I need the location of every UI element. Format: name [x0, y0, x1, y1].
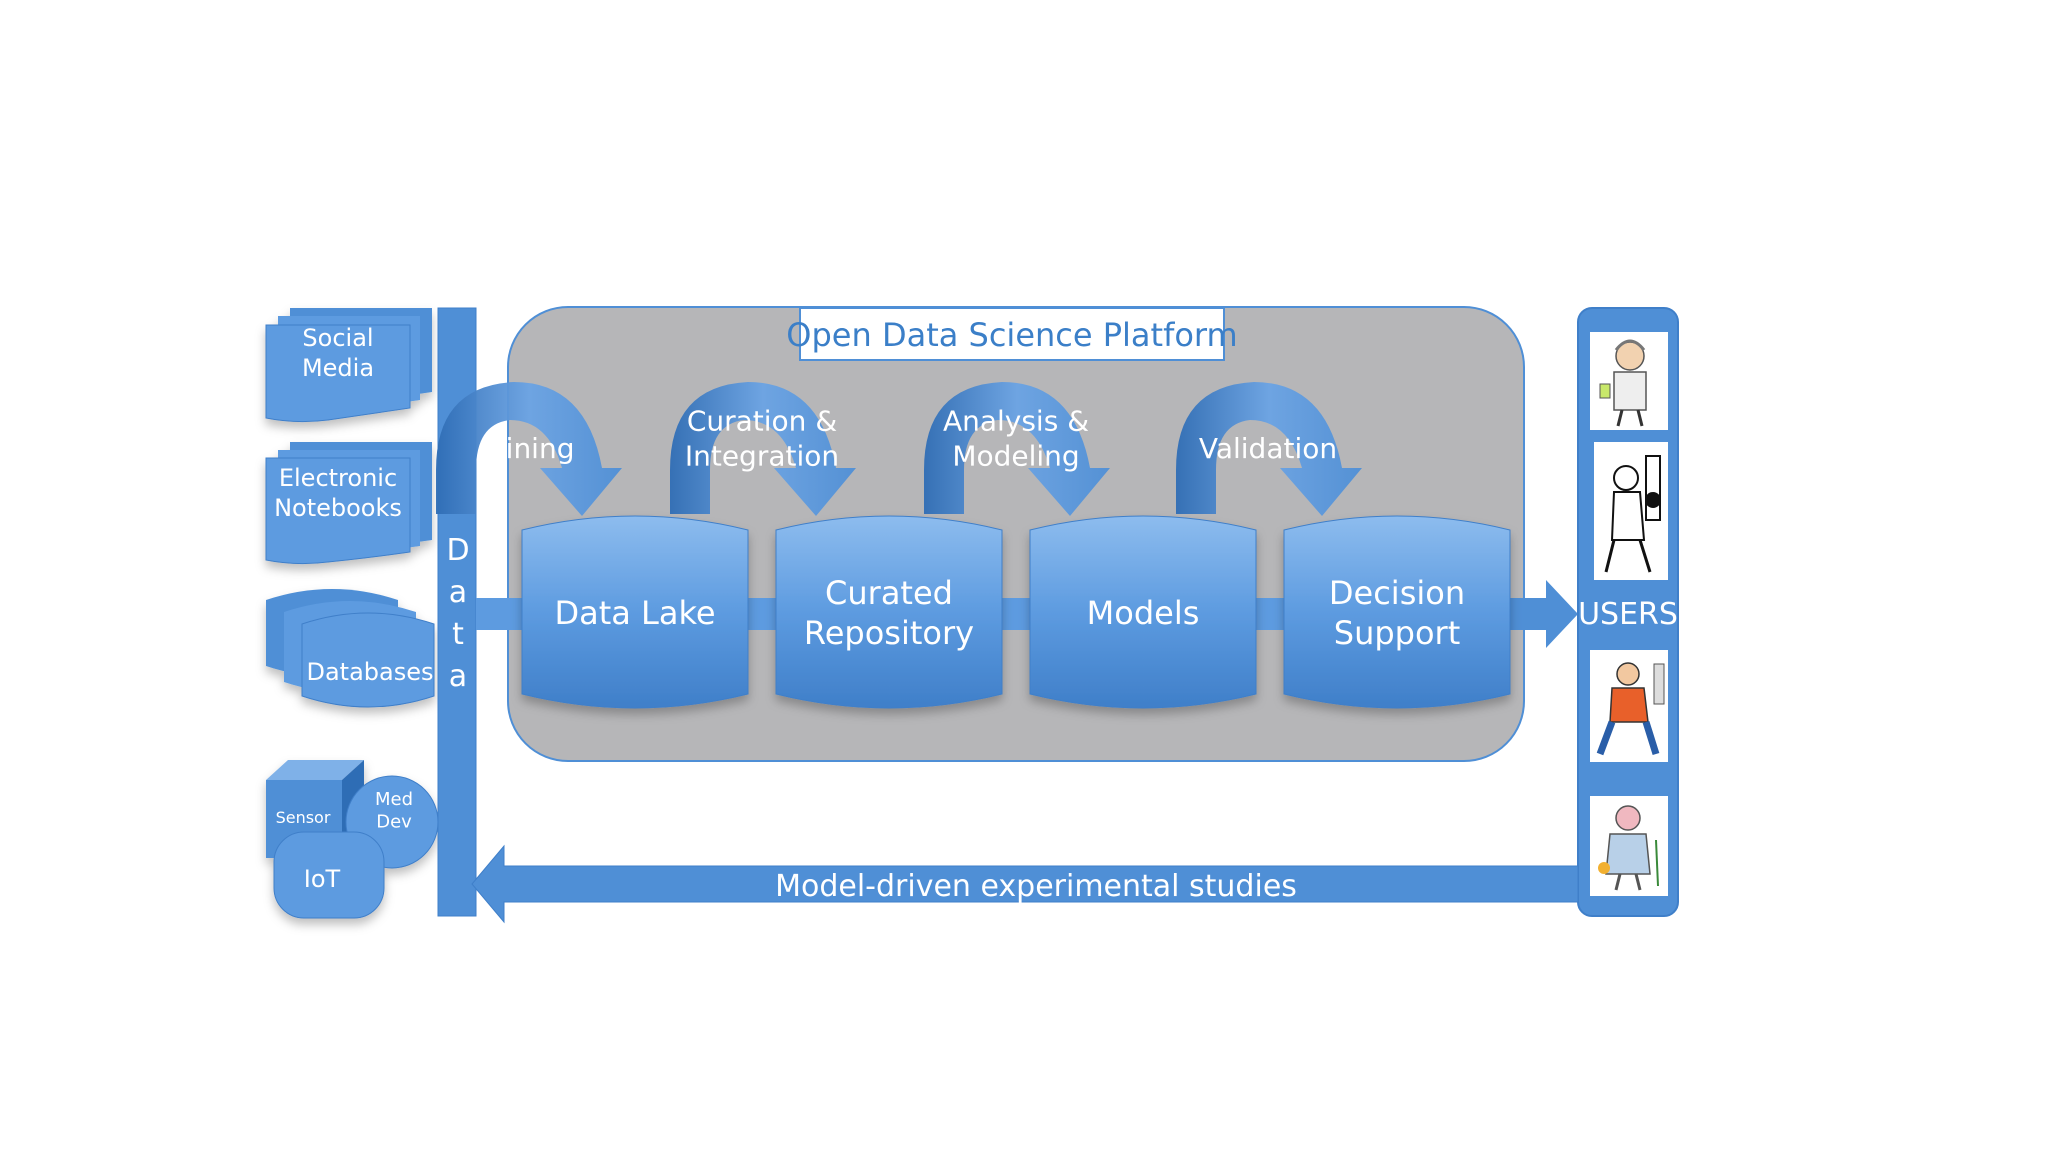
data-bar-letter: t: [452, 617, 464, 652]
data-bar-letter: D: [446, 533, 469, 568]
curation-integration-arrow: [670, 382, 856, 516]
validation-arrow: [1176, 382, 1362, 516]
to-users-arrow: [1510, 580, 1578, 648]
databases-label: Databases: [306, 658, 433, 686]
mining-arrow-label: Mining: [482, 432, 575, 465]
databases-source: [266, 589, 435, 708]
stage-curated-repository: [775, 515, 1003, 709]
analysis-modeling-arrow: [924, 382, 1110, 516]
platform-title-box: Open Data Science Platform: [786, 307, 1238, 361]
users-figures: [1590, 332, 1668, 896]
stage-data-lake: [521, 515, 749, 709]
analysis-modeling-arrow-label: Analysis &Modeling: [943, 405, 1089, 473]
data-bar-letters: Data: [446, 533, 469, 694]
data-bar-letter: a: [449, 659, 467, 694]
iot-label: IoT: [304, 865, 341, 893]
stage-models-label: Models: [1087, 594, 1200, 632]
iot-source: [266, 760, 439, 919]
elder-figure-icon: [1590, 796, 1668, 896]
process-arrows: Mining Curation &Integration Analysis &Mod…: [436, 382, 1362, 516]
feedback-arrow: [471, 844, 1579, 924]
stage-decision-support: [1283, 515, 1511, 709]
social-media-source: [265, 308, 432, 423]
users-label: USERS: [1578, 597, 1678, 632]
data-bar-letter: a: [449, 575, 467, 610]
researcher-figure-icon: [1590, 650, 1668, 762]
stage-data-lake-label: Data Lake: [554, 594, 715, 632]
stage-models: [1029, 515, 1257, 709]
lab-worker-figure-icon: [1594, 442, 1668, 580]
sensor-label: Sensor: [276, 808, 331, 827]
mining-arrow: [436, 382, 622, 516]
feedback-label: Model-driven experimental studies: [775, 869, 1297, 904]
platform-title: Open Data Science Platform: [786, 316, 1237, 354]
scientist-figure-icon: [1590, 332, 1668, 430]
curation-integration-arrow-label: Curation &Integration: [685, 405, 839, 473]
validation-arrow-label: Validation: [1199, 432, 1337, 465]
electronic-notebooks-source: [265, 442, 432, 565]
